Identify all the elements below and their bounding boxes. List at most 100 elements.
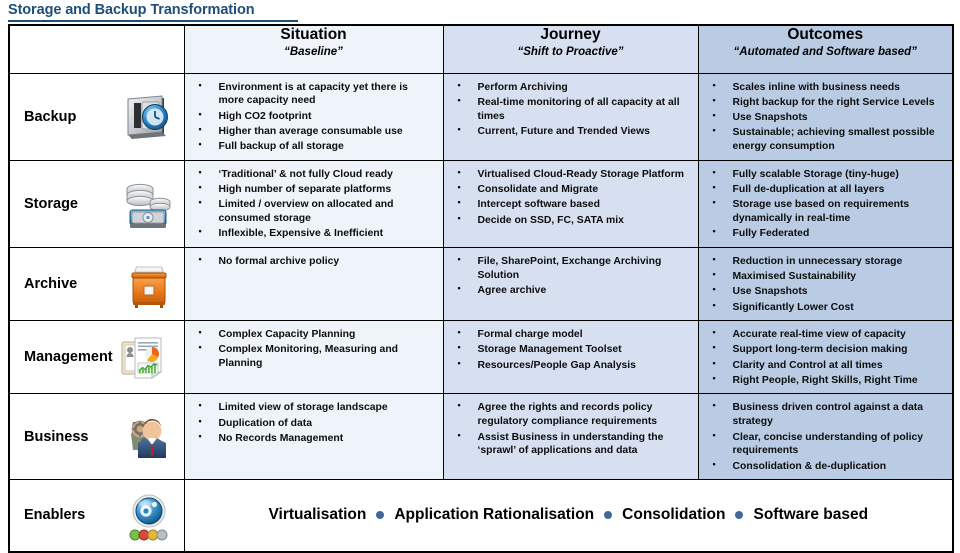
enabler-item: Virtualisation	[268, 506, 367, 524]
list-item: Sustainable; achieving smallest possible…	[709, 125, 945, 154]
list-item: Resources/People Gap Analysis	[454, 358, 690, 373]
bullet-list: File, SharePoint, Exchange Archiving Sol…	[444, 248, 698, 303]
list-item: Maximised Sustainability	[709, 269, 945, 284]
row-label-cell-management: Management	[8, 320, 185, 395]
cell-backup-outcomes: Scales inline with business needs Right …	[697, 72, 954, 161]
bullet-list: Perform Archiving Real-time monitoring o…	[444, 74, 698, 145]
list-item: Complex Monitoring, Measuring and Planni…	[195, 342, 435, 371]
list-item: ‘Traditional’ & not fully Cloud ready	[195, 167, 435, 182]
list-item: Agree archive	[454, 283, 690, 298]
bullet-dot-icon	[376, 511, 385, 520]
enabler-item: Software based	[753, 506, 869, 524]
list-item: Fully scalable Storage (tiny-huge)	[709, 167, 945, 182]
table-header-row: Situation “Baseline” Journey “Shift to P…	[8, 24, 954, 74]
cell-business-situation: Limited view of storage landscape Duplic…	[183, 393, 444, 481]
header-cell-blank	[8, 24, 185, 74]
row-label-backup: Backup	[24, 108, 77, 125]
header-subtitle-journey: “Shift to Proactive”	[517, 45, 624, 58]
list-item: Assist Business in understanding the ‘sp…	[454, 430, 690, 459]
list-item: High number of separate platforms	[195, 182, 435, 197]
enabler-item: Application Rationalisation	[394, 506, 595, 524]
cell-management-journey: Formal charge model Storage Management T…	[442, 320, 699, 395]
table-row: Archive	[8, 246, 954, 322]
table-row: Enablers	[8, 479, 954, 553]
bullet-dot-icon	[735, 511, 744, 520]
bullet-list: Business driven control against a data s…	[699, 394, 953, 479]
bullet-list: Agree the rights and records policy regu…	[444, 394, 698, 463]
list-item: Use Snapshots	[709, 284, 945, 299]
list-item: Formal charge model	[454, 327, 690, 342]
list-item: Real-time monitoring of all capacity at …	[454, 95, 690, 124]
businessman-gear-icon	[122, 413, 176, 461]
list-item: No formal archive policy	[195, 254, 435, 269]
header-cell-outcomes: Outcomes “Automated and Software based”	[697, 24, 954, 74]
list-item: Business driven control against a data s…	[709, 400, 945, 429]
header-subtitle-situation: “Baseline”	[284, 45, 343, 58]
list-item: Accurate real-time view of capacity	[709, 327, 945, 342]
bullet-list: Virtualised Cloud-Ready Storage Platform…	[444, 161, 698, 233]
header-title-situation: Situation	[280, 26, 347, 43]
list-item: Agree the rights and records policy regu…	[454, 400, 690, 429]
list-item: High CO2 footprint	[195, 109, 435, 124]
cell-storage-journey: Virtualised Cloud-Ready Storage Platform…	[442, 159, 699, 248]
cell-archive-situation: No formal archive policy	[183, 246, 444, 322]
table-row: Storage	[8, 159, 954, 248]
row-label-enablers: Enablers	[24, 507, 86, 524]
list-item: Significantly Lower Cost	[709, 300, 945, 315]
header-subtitle-outcomes: “Automated and Software based”	[733, 45, 917, 58]
row-label-cell-backup: Backup	[8, 72, 185, 161]
row-label-storage: Storage	[24, 195, 78, 212]
header-cell-situation: Situation “Baseline”	[183, 24, 444, 74]
list-item: Perform Archiving	[454, 80, 690, 95]
bullet-list: Scales inline with business needs Right …	[699, 74, 953, 160]
cell-storage-outcomes: Fully scalable Storage (tiny-huge) Full …	[697, 159, 954, 248]
bullet-list: Fully scalable Storage (tiny-huge) Full …	[699, 161, 953, 247]
header-title-outcomes: Outcomes	[787, 26, 864, 43]
list-item: Support long-term decision making	[709, 342, 945, 357]
row-label-business: Business	[24, 428, 89, 445]
bullet-list: Complex Capacity Planning Complex Monito…	[185, 321, 443, 376]
table-row: Business	[8, 393, 954, 481]
list-item: Clear, concise understanding of policy r…	[709, 430, 945, 459]
cell-archive-journey: File, SharePoint, Exchange Archiving Sol…	[442, 246, 699, 322]
list-item: Full backup of all storage	[195, 139, 435, 154]
list-item: Decide on SSD, FC, SATA mix	[454, 213, 690, 228]
list-item: Higher than average consumable use	[195, 124, 435, 139]
list-item: Full de-duplication at all layers	[709, 182, 945, 197]
bullet-list: Accurate real-time view of capacity Supp…	[699, 321, 953, 393]
cell-business-outcomes: Business driven control against a data s…	[697, 393, 954, 481]
cell-backup-journey: Perform Archiving Real-time monitoring o…	[442, 72, 699, 161]
disk-stack-icon	[122, 180, 176, 228]
list-item: Environment is at capacity yet there is …	[195, 80, 435, 109]
list-item: Storage use based on requirements dynami…	[709, 197, 945, 226]
list-item: No Records Management	[195, 431, 435, 446]
table-row: Backup	[8, 72, 954, 161]
bullet-list: ‘Traditional’ & not fully Cloud ready Hi…	[185, 161, 443, 247]
list-item: Scales inline with business needs	[709, 80, 945, 95]
slide-root: Storage and Backup Transformation Situat…	[0, 0, 960, 540]
list-item: Use Snapshots	[709, 110, 945, 125]
cell-storage-situation: ‘Traditional’ & not fully Cloud ready Hi…	[183, 159, 444, 248]
slide-title-container: Storage and Backup Transformation	[8, 0, 298, 22]
list-item: Consolidation & de-duplication	[709, 459, 945, 474]
list-item: Limited / overview on allocated and cons…	[195, 197, 435, 226]
bullet-list: Formal charge model Storage Management T…	[444, 321, 698, 378]
cell-backup-situation: Environment is at capacity yet there is …	[183, 72, 444, 161]
row-label-cell-business: Business	[8, 393, 185, 481]
bullet-list: Limited view of storage landscape Duplic…	[185, 394, 443, 451]
list-item: Storage Management Toolset	[454, 342, 690, 357]
blue-orb-badges-icon	[122, 491, 176, 541]
transformation-matrix-table: Situation “Baseline” Journey “Shift to P…	[8, 24, 954, 553]
list-item: Inflexible, Expensive & Inefficient	[195, 226, 435, 241]
row-label-cell-enablers: Enablers	[8, 479, 185, 553]
cell-archive-outcomes: Reduction in unnecessary storage Maximis…	[697, 246, 954, 322]
cell-enablers-items: Virtualisation Application Rationalisati…	[183, 479, 954, 553]
list-item: Fully Federated	[709, 226, 945, 241]
list-item: Consolidate and Migrate	[454, 182, 690, 197]
report-chart-clipboard-icon	[117, 333, 171, 381]
header-title-journey: Journey	[540, 26, 601, 43]
bullet-list: Environment is at capacity yet there is …	[185, 74, 443, 160]
safe-vault-clock-icon	[122, 93, 176, 141]
row-label-cell-storage: Storage	[8, 159, 185, 248]
list-item: Limited view of storage landscape	[195, 400, 435, 415]
